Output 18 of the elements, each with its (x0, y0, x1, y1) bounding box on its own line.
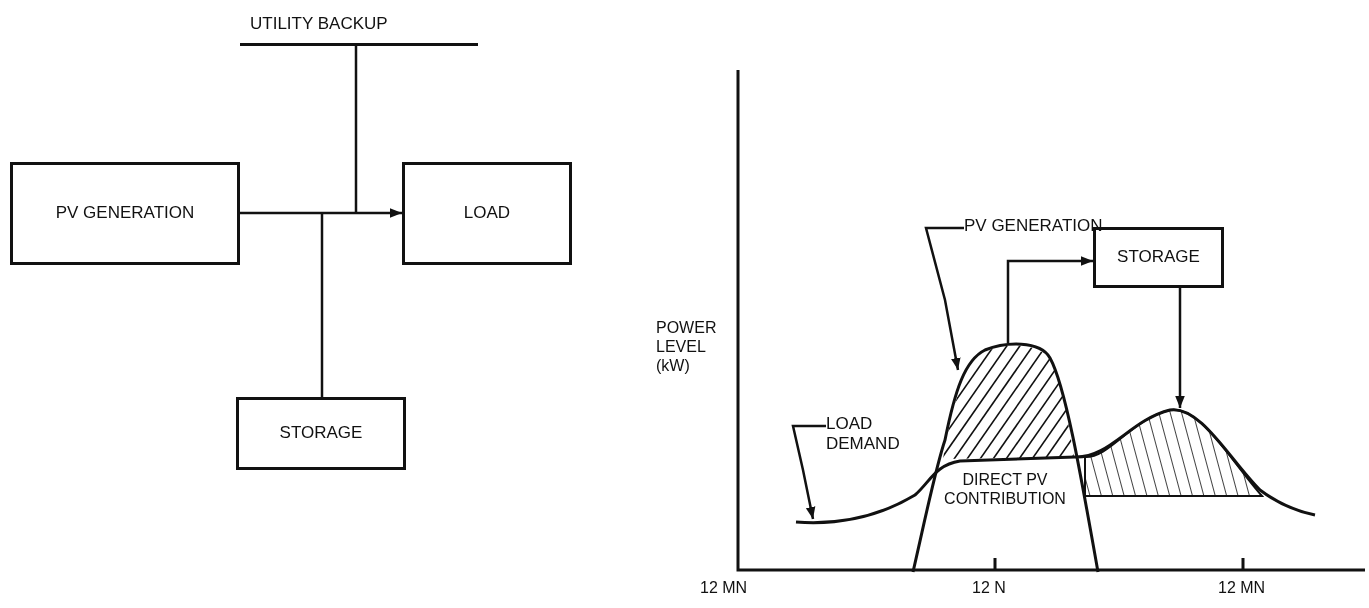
arrow (356, 208, 402, 218)
generation-curve-drawing (911, 342, 1100, 573)
tick-label: 12 MN (700, 578, 749, 598)
axis-title: POWER LEVEL (kW) (656, 318, 718, 376)
process-box: STORAGE (1093, 227, 1224, 288)
tick-label: 12 MN (1218, 578, 1267, 598)
tick-label: 12 N (972, 578, 1007, 598)
leader-arrow (924, 226, 964, 371)
callout-text: LOAD DEMAND (826, 414, 906, 455)
arrow (1175, 288, 1185, 408)
process-box: LOAD (402, 162, 572, 265)
process-box: STORAGE (236, 397, 406, 470)
leader-arrow (791, 424, 826, 520)
process-box: PV GENERATION (10, 162, 240, 265)
area-label: DIRECT PV CONTRIBUTION (943, 470, 1067, 509)
arrow (1006, 256, 1093, 343)
utility-bus-label: UTILITY BACKUP (240, 14, 478, 46)
load-curve (795, 408, 1316, 525)
